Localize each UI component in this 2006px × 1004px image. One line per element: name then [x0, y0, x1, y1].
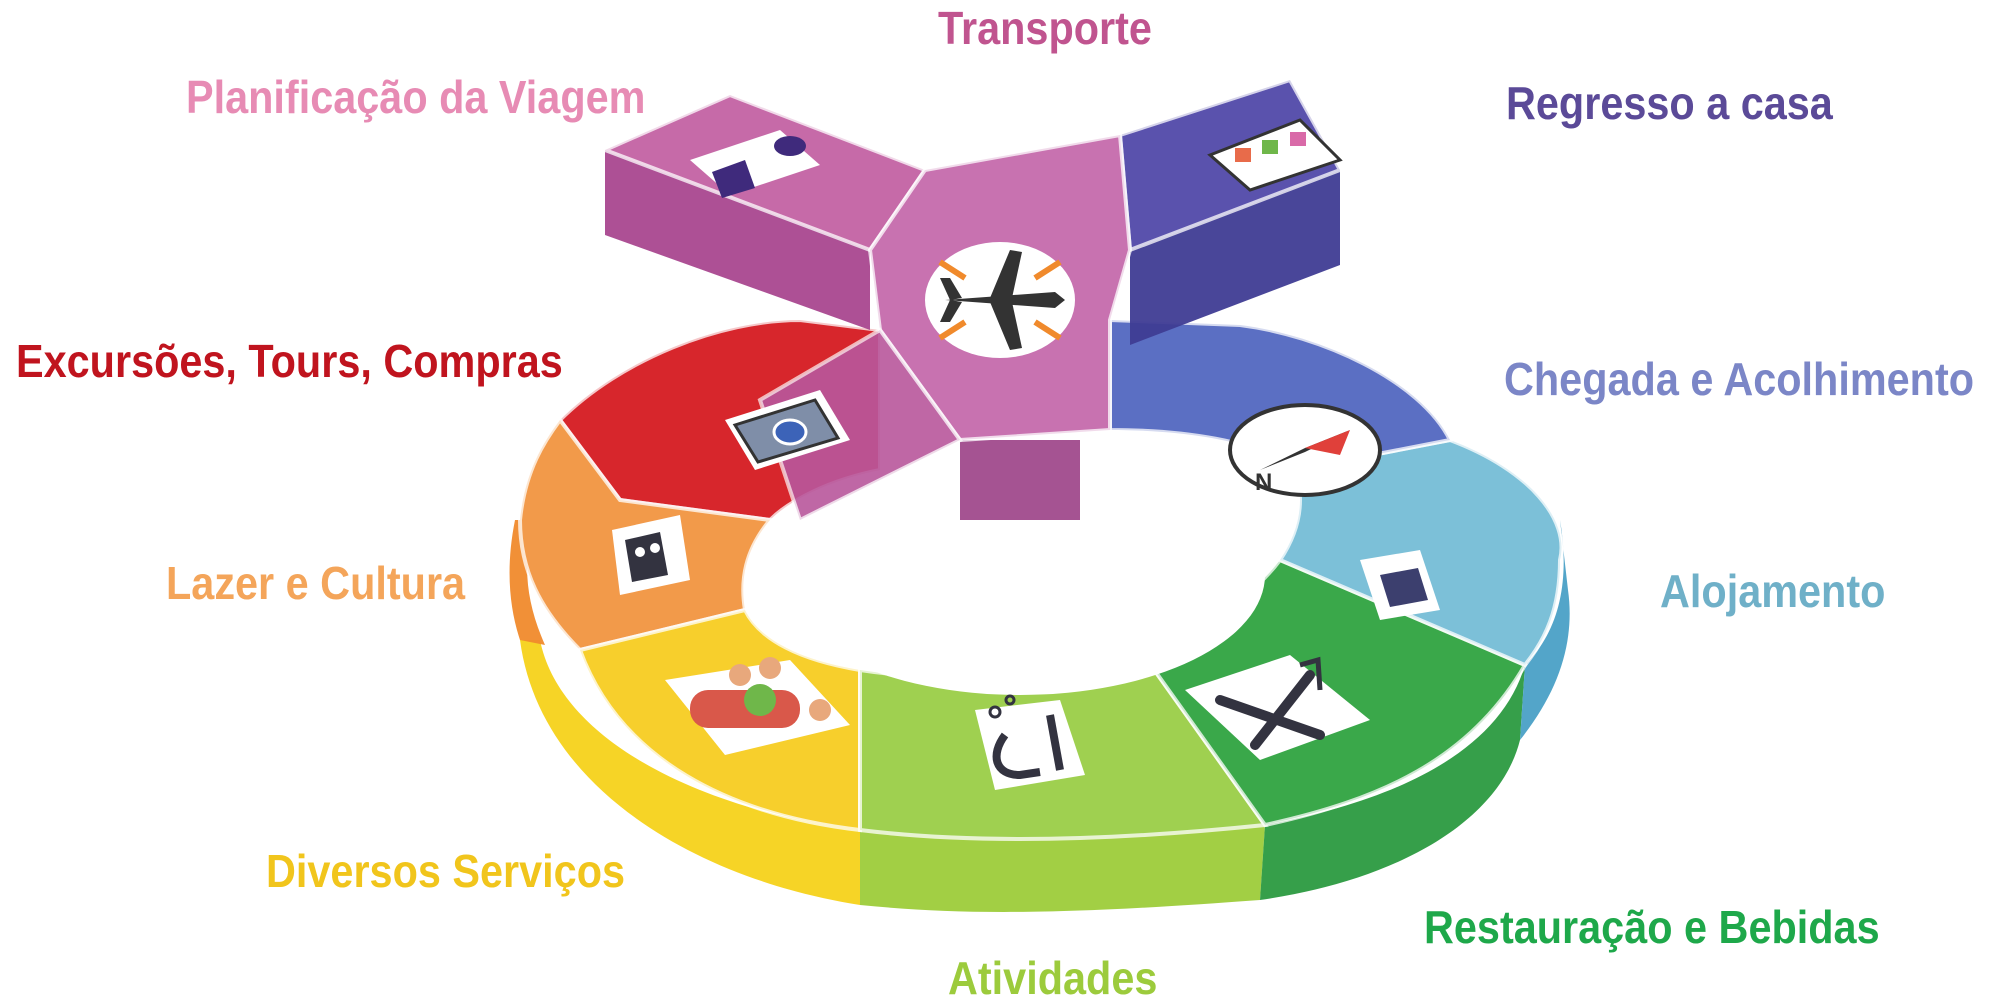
- label-planning: Planificação da Viagem: [186, 71, 646, 123]
- ring-sides: [509, 520, 1570, 912]
- airplane-icon: [925, 242, 1075, 358]
- return-side: [1130, 170, 1340, 345]
- theatre-masks-icon: [612, 515, 690, 595]
- services-side: [520, 640, 860, 905]
- transport-lower-arm: [757, 327, 964, 523]
- people-icon: [665, 657, 850, 755]
- transport-side: [960, 440, 1080, 520]
- photo-album-icon: [1207, 118, 1343, 192]
- label-lodging: Alojamento: [1660, 565, 1886, 617]
- label-return: Regresso a casa: [1506, 77, 1833, 129]
- label-excursions: Excursões, Tours, Compras: [16, 335, 563, 387]
- snorkel-icon: [975, 694, 1085, 790]
- compass-icon: N: [1228, 403, 1382, 497]
- icons: N: [612, 118, 1440, 790]
- ring-hole: [775, 455, 1265, 695]
- label-services: Diversos Serviços: [266, 845, 626, 897]
- restaurants-side: [1260, 665, 1525, 900]
- label-activities: Atividades: [948, 952, 1158, 1004]
- label-restaurants: Restauração e Bebidas: [1424, 901, 1880, 953]
- lodging-side: [1520, 520, 1570, 740]
- bed-icon: [1360, 550, 1440, 620]
- activities-side: [860, 825, 1265, 912]
- leisure-side: [509, 520, 545, 645]
- label-transport: Transporte: [938, 2, 1152, 54]
- camera-icon: [725, 390, 850, 470]
- cross: [599, 77, 1343, 523]
- fork-knife-icon: [1185, 655, 1370, 760]
- information-icon: [690, 130, 820, 198]
- svg-text:N: N: [1255, 469, 1272, 496]
- planning-side: [605, 150, 870, 330]
- label-arrival: Chegada e Acolhimento: [1504, 353, 1975, 405]
- label-leisure: Lazer e Cultura: [166, 557, 466, 609]
